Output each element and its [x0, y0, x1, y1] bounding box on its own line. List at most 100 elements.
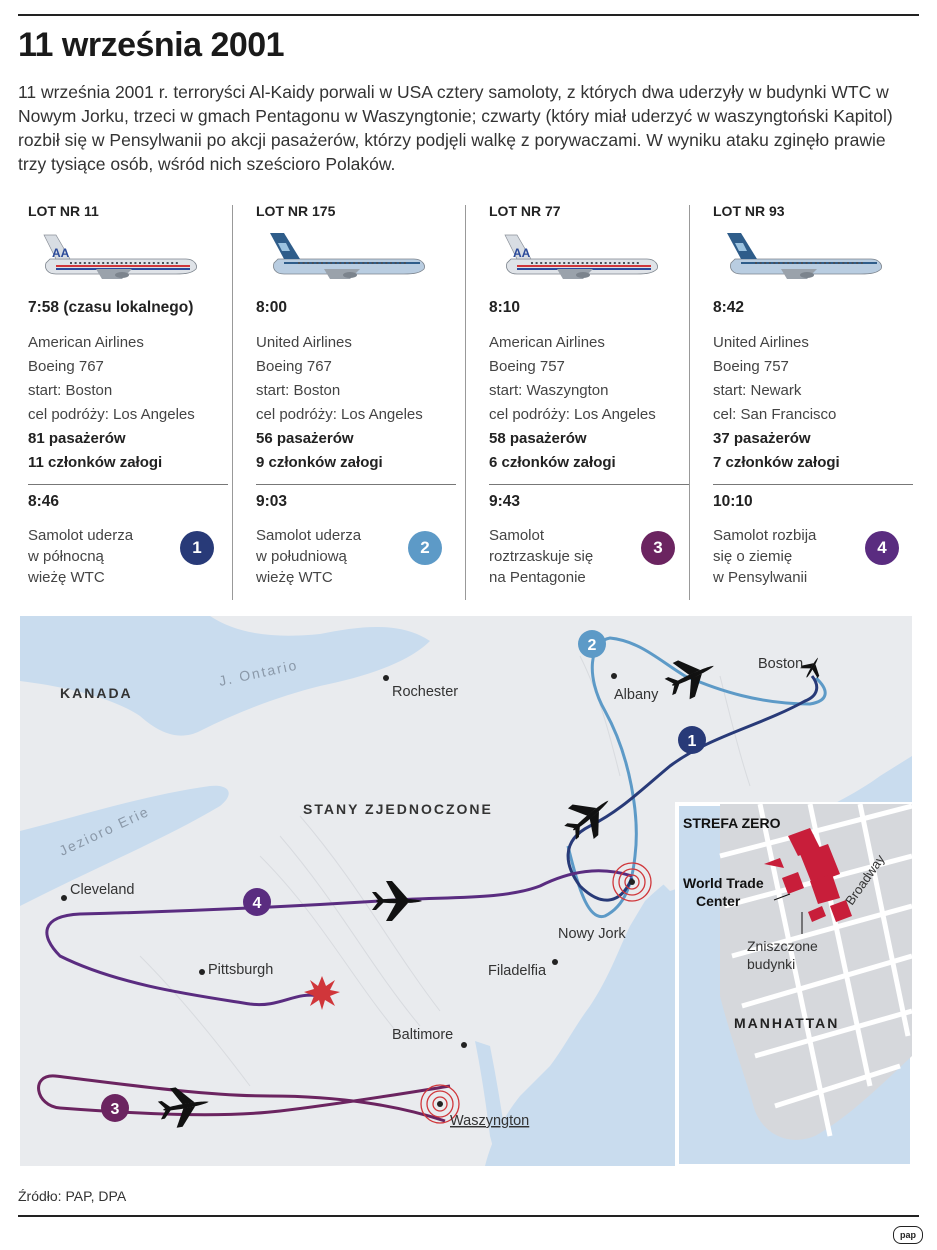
flight-number: LOT NR 11 [28, 203, 99, 219]
departure-time: 8:00 [256, 299, 288, 316]
inset-wtc-line1: World Trade [683, 875, 764, 891]
inset-destroyed-line2: budynki [747, 956, 795, 972]
lake-ontario [20, 616, 430, 736]
passenger-count: 37 pasażerów [713, 430, 811, 447]
flight-number-badge: 2 [408, 531, 442, 565]
airline: United Airlines [713, 334, 809, 351]
label-rochester: Rochester [392, 684, 458, 700]
top-rule [18, 14, 919, 16]
plane-icon-flight-4 [372, 881, 422, 921]
aircraft-illustration: AA [43, 234, 197, 279]
route-badge-2-label: 2 [588, 637, 597, 654]
route-badge-1-label: 1 [688, 733, 697, 750]
passenger-count: 58 pasażerów [489, 430, 587, 447]
destination: cel podróży: Los Angeles [489, 406, 656, 423]
flight-number: LOT NR 93 [713, 203, 785, 219]
crew-count: 7 członków załogi [713, 454, 840, 471]
label-cleveland: Cleveland [70, 882, 135, 898]
intro-paragraph: 11 września 2001 r. terroryści Al-Kaidy … [18, 82, 893, 174]
column-divider [489, 484, 689, 485]
destroyed-buildings [764, 828, 852, 922]
flight-number-badge: 1 [180, 531, 214, 565]
lake-erie [20, 785, 229, 906]
start-airport: start: Newark [713, 382, 802, 399]
passenger-count: 81 pasażerów [28, 430, 126, 447]
label-albany: Albany [614, 687, 659, 703]
impact-line: Samolot rozbija [713, 527, 817, 544]
start-airport: start: Waszyngton [489, 382, 609, 399]
start-airport: start: Boston [28, 382, 113, 399]
inset-title: STREFA ZERO [683, 815, 781, 831]
airline: United Airlines [256, 334, 352, 351]
label-philadelphia: Filadelfia [488, 963, 547, 979]
impact-line: wieżę WTC [256, 569, 333, 586]
label-usa: STANY ZJEDNOCZONE [303, 801, 493, 817]
airline: American Airlines [489, 334, 605, 351]
aircraft-type: Boeing 767 [28, 358, 104, 375]
aircraft-illustration [727, 233, 882, 279]
route-badge-4-label: 4 [253, 895, 262, 912]
label-boston: Boston [758, 656, 803, 672]
plane-icon-flight-3 [157, 1087, 209, 1128]
wtc-target-marker [612, 862, 652, 902]
flight-number-badge: 3 [641, 531, 675, 565]
aircraft-type: Boeing 757 [489, 358, 565, 375]
route-badge-4: 4 [243, 888, 271, 916]
boston-airport-icon [800, 657, 820, 679]
column-separator [689, 205, 690, 600]
impact-time: 9:43 [489, 493, 521, 510]
plane-icon-flight-1 [564, 800, 609, 840]
map-svg: 2 1 4 3 KANADA STANY ZJEDNOCZONE J. Onta… [20, 616, 912, 1166]
impact-line: Samolot uderza [28, 527, 134, 544]
route-flight-1 [566, 675, 819, 902]
chesapeake-bay [475, 1041, 510, 1166]
pentagon-target-marker [420, 1084, 460, 1124]
airline: American Airlines [28, 334, 144, 351]
page-title: 11 września 2001 [18, 26, 285, 64]
bottom-rule [18, 1215, 919, 1217]
pap-logo: pap [893, 1226, 923, 1244]
impact-line: w południową [256, 548, 347, 565]
label-washington: Waszyngton [450, 1113, 529, 1129]
ground-zero-inset: STREFA ZERO World Trade Center Zniszczon… [675, 802, 912, 1166]
flight-number: LOT NR 175 [256, 203, 336, 219]
column-divider [256, 484, 456, 485]
flight-number-badge: 4 [865, 531, 899, 565]
column-divider [713, 484, 913, 485]
column-divider [28, 484, 228, 485]
impact-line: na Pentagonie [489, 569, 586, 586]
wtc-pointer-line [773, 893, 791, 901]
source-credit: Źródło: PAP, DPA [18, 1188, 127, 1204]
destination: cel: San Francisco [713, 406, 837, 423]
destination: cel podróży: Los Angeles [28, 406, 195, 423]
route-badge-2: 2 [578, 630, 606, 658]
city-dots [61, 673, 617, 1048]
crash-explosion-icon [304, 976, 340, 1010]
impact-time: 9:03 [256, 493, 288, 510]
inset-destroyed-line1: Zniszczone [747, 938, 818, 954]
cape-cod [840, 693, 899, 736]
impact-line: roztrzaskuje się [489, 548, 594, 565]
route-badge-1: 1 [678, 726, 706, 754]
label-new-york: Nowy Jork [558, 926, 626, 942]
aircraft-type: Boeing 767 [256, 358, 332, 375]
crew-count: 11 członków załogi [28, 454, 163, 471]
svg-text:AA: AA [52, 246, 70, 260]
impact-line: wieżę WTC [28, 569, 105, 586]
route-badge-3-label: 3 [111, 1101, 120, 1118]
inset-wtc-line2: Center [696, 893, 741, 909]
destination: cel podróży: Los Angeles [256, 406, 423, 423]
inset-manhattan: MANHATTAN [734, 1015, 839, 1031]
label-baltimore: Baltimore [392, 1027, 453, 1043]
route-flight-4 [45, 869, 633, 1007]
